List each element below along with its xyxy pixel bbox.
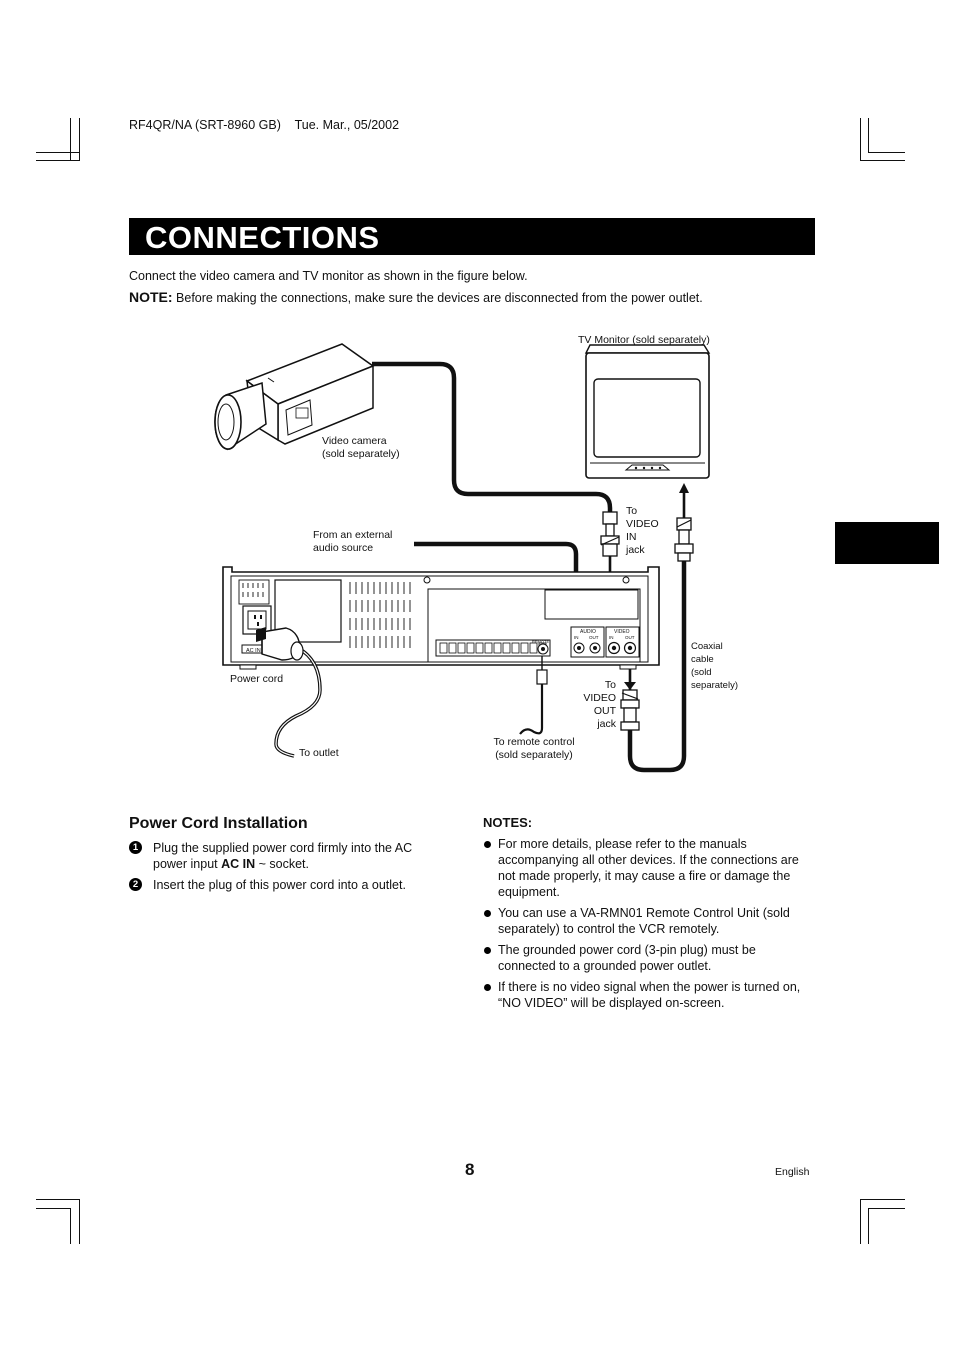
svg-text:OUT: OUT <box>589 635 599 640</box>
video-label: VIDEO <box>614 629 630 635</box>
language-label: English <box>775 1166 810 1178</box>
remote-label: REMOTE <box>532 639 549 644</box>
note-item: You can use a VA-RMN01 Remote Control Un… <box>483 905 813 937</box>
ac-in-label: AC IN ~ <box>246 648 265 654</box>
crop-mark <box>868 1208 905 1209</box>
svg-text:IN: IN <box>609 635 614 640</box>
connection-diagram: AC IN ~ REMOTE AUDIO VIDEO I <box>214 343 711 773</box>
step-2: 2 Insert the plug of this power cord int… <box>129 877 439 893</box>
step-number: 2 <box>129 878 142 891</box>
svg-text:IN: IN <box>574 635 579 640</box>
notes-list: For more details, please refer to the ma… <box>483 836 813 1016</box>
crop-mark <box>36 1208 70 1209</box>
bullet-icon <box>484 910 491 917</box>
crop-mark <box>70 118 81 160</box>
crop-mark <box>868 118 869 152</box>
tv-monitor-label: TV Monitor (sold separately) <box>578 334 710 346</box>
note-line: NOTE: Before making the connections, mak… <box>129 289 703 305</box>
crop-mark <box>70 1208 71 1244</box>
note-label: NOTE: <box>129 289 173 305</box>
document-code: RF4QR/NA (SRT-8960 GB) Tue. Mar., 05/200… <box>129 118 400 132</box>
crop-mark <box>79 1199 80 1244</box>
page-number: 8 <box>465 1160 475 1179</box>
note-text: Before making the connections, make sure… <box>172 291 703 305</box>
bullet-icon <box>484 841 491 848</box>
svg-text:OUT: OUT <box>625 635 635 640</box>
intro-text: Connect the video camera and TV monitor … <box>129 269 528 283</box>
bnc-connector-right <box>674 517 694 562</box>
to-outlet-label: To outlet <box>299 747 339 759</box>
crop-mark <box>860 1199 905 1200</box>
bnc-connector-top <box>600 511 620 557</box>
crop-mark <box>868 1208 869 1244</box>
section-heading: Power Cord Installation <box>129 815 308 832</box>
vcr-rear-panel: AC IN ~ REMOTE AUDIO VIDEO I <box>222 566 660 670</box>
notes-heading: NOTES: <box>483 815 533 830</box>
note-item: If there is no video signal when the pow… <box>483 979 813 1011</box>
note-item: For more details, please refer to the ma… <box>483 836 813 900</box>
remote-cable <box>519 656 548 735</box>
crop-mark <box>860 160 905 161</box>
crop-mark <box>860 118 861 160</box>
crop-mark <box>868 152 905 153</box>
step-1: 1 Plug the supplied power cord firmly in… <box>129 840 439 872</box>
power-cord <box>256 627 322 758</box>
crop-mark <box>79 118 80 160</box>
bullet-icon <box>484 984 491 991</box>
crop-mark <box>36 152 80 153</box>
step-number: 1 <box>129 841 142 854</box>
bullet-icon <box>484 947 491 954</box>
to-remote-label: To remote control(sold separately) <box>493 736 575 761</box>
tv-monitor-illustration <box>584 344 711 479</box>
video-camera-label: Video camera(sold separately) <box>322 435 400 460</box>
crop-mark <box>36 160 80 161</box>
video-camera-illustration <box>214 343 375 451</box>
note-item: The grounded power cord (3-pin plug) mus… <box>483 942 813 974</box>
crop-mark <box>860 1199 861 1244</box>
section-tab <box>835 522 939 564</box>
title-bar: CONNECTIONS <box>129 218 815 255</box>
power-cord-label: Power cord <box>230 673 284 685</box>
bnc-connector-bottom <box>620 689 640 731</box>
crop-mark <box>36 1199 80 1200</box>
audio-label: AUDIO <box>580 629 596 635</box>
page-title: CONNECTIONS <box>145 220 380 255</box>
